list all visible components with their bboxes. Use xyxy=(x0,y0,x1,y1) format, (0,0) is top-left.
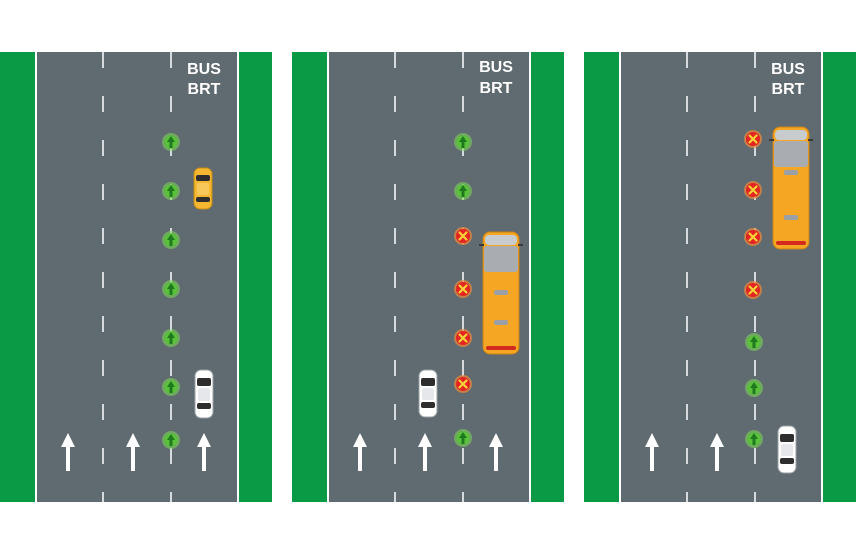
bus-lane-label-line2: BRT xyxy=(772,81,805,98)
green-arrow-signal xyxy=(162,133,180,151)
panel-1-road: BUS BRT xyxy=(0,52,272,502)
panel-1: BUS BRT xyxy=(0,52,272,502)
red-x-signal xyxy=(454,227,472,245)
panel-2-road: BUS BRT xyxy=(292,52,564,502)
green-arrow-signal xyxy=(745,379,763,397)
bus-lane-label-line2: BRT xyxy=(480,80,513,97)
bus-lane-label-line1: BUS xyxy=(771,61,805,78)
road-arrow-marking xyxy=(126,433,140,471)
green-arrow-signal xyxy=(454,133,472,151)
green-arrow-signal xyxy=(745,333,763,351)
right-verge xyxy=(822,52,856,502)
red-x-signal xyxy=(454,329,472,347)
white-car xyxy=(418,369,438,418)
red-x-signal xyxy=(454,375,472,393)
bus-lane-label-line1: BUS xyxy=(479,59,513,76)
green-arrow-signal xyxy=(162,280,180,298)
panel-2: BUS BRT xyxy=(292,52,564,502)
red-x-signal xyxy=(744,281,762,299)
green-arrow-signal xyxy=(162,378,180,396)
road-surface xyxy=(36,52,238,502)
road-arrow-marking xyxy=(197,433,211,471)
orange-bus xyxy=(769,126,813,250)
right-verge xyxy=(238,52,272,502)
red-x-signal xyxy=(744,130,762,148)
green-arrow-signal xyxy=(454,429,472,447)
green-arrow-signal xyxy=(162,431,180,449)
green-arrow-signal xyxy=(162,182,180,200)
bus-lane-label-line2: BRT xyxy=(188,81,221,98)
bus-lane-label-line1: BUS xyxy=(187,61,221,78)
red-x-signal xyxy=(454,280,472,298)
left-verge xyxy=(0,52,36,502)
panel-3-road: BUS BRT xyxy=(584,52,856,502)
road-arrow-marking xyxy=(645,433,659,471)
road-arrow-marking xyxy=(353,433,367,471)
road-arrow-marking xyxy=(418,433,432,471)
road-arrow-marking xyxy=(710,433,724,471)
yellow-car xyxy=(193,167,213,210)
road-arrow-marking xyxy=(489,433,503,471)
green-arrow-signal xyxy=(745,430,763,448)
panel-3: BUS BRT xyxy=(584,52,856,502)
green-arrow-signal xyxy=(162,231,180,249)
white-car xyxy=(777,425,797,474)
green-arrow-signal xyxy=(454,182,472,200)
white-car xyxy=(194,369,214,419)
left-verge xyxy=(292,52,328,502)
orange-bus xyxy=(479,231,523,355)
red-x-signal xyxy=(744,181,762,199)
right-verge xyxy=(530,52,564,502)
red-x-signal xyxy=(744,228,762,246)
road-arrow-marking xyxy=(61,433,75,471)
left-verge xyxy=(584,52,620,502)
green-arrow-signal xyxy=(162,329,180,347)
